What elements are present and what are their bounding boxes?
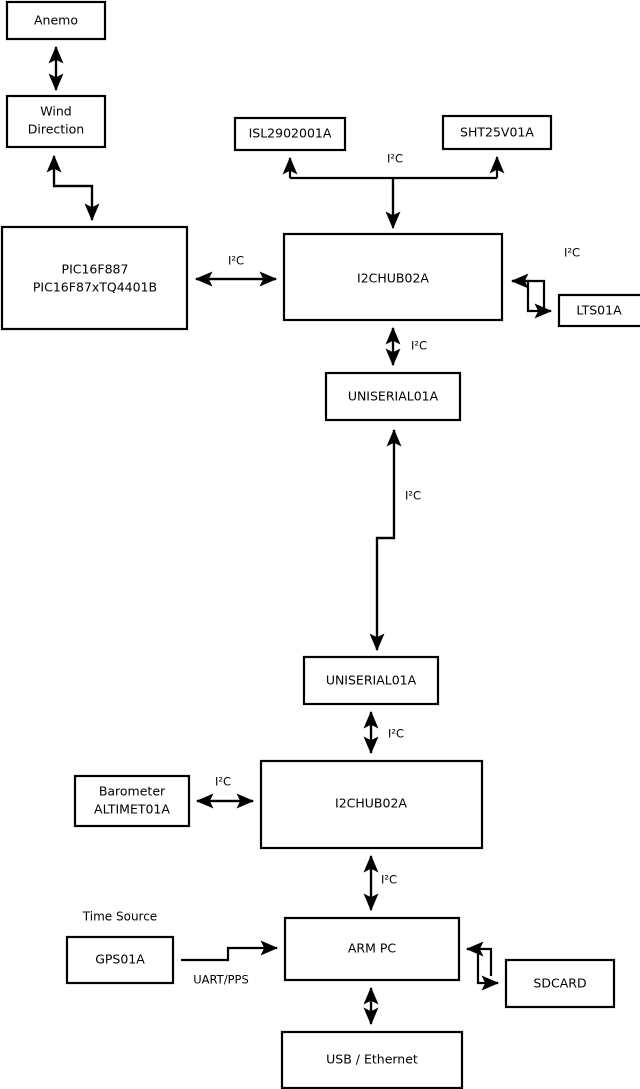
- node-i2chub02a-bottom-box[interactable]: [259, 759, 484, 850]
- node-usb-ethernet-label: USB / Ethernet: [326, 1052, 418, 1067]
- edge-hub-lts: [512, 279, 553, 319]
- node-wind-direction-label-line2: Direction: [28, 122, 84, 137]
- edge-gps-arm: [181, 940, 279, 962]
- edge-label-hub-sensors: I²C: [387, 152, 403, 166]
- edge-label-baro-hub2: I²C: [215, 775, 231, 789]
- node-usb-ethernet-box[interactable]: [280, 1030, 464, 1089]
- node-uniserial01a-bottom[interactable]: UNISERIAL01A: [302, 655, 440, 706]
- edge-label-uniserial-hub2: I²C: [388, 727, 404, 741]
- node-wind-direction-box[interactable]: [5, 94, 107, 149]
- node-arm-pc[interactable]: ARM PC: [283, 916, 461, 982]
- node-sht25v01a-label: SHT25V01A: [460, 125, 534, 140]
- node-isl2902001a-label: ISL2902001A: [249, 126, 332, 141]
- free-labels-layer: Time Source: [82, 910, 157, 924]
- label-time-source: Time Source: [82, 910, 157, 924]
- node-wind-direction[interactable]: Wind Direction: [5, 94, 107, 149]
- node-barometer-label-line1: Barometer: [99, 784, 166, 799]
- edge-label-hub2-arm: I²C: [381, 873, 397, 887]
- node-uniserial01a-bottom-label: UNISERIAL01A: [326, 673, 417, 688]
- node-pic-mcu-label-line1: PIC16F887: [62, 262, 129, 277]
- node-usb-ethernet[interactable]: USB / Ethernet: [280, 1030, 464, 1089]
- node-arm-pc-box[interactable]: [283, 916, 461, 982]
- node-pic-mcu-box[interactable]: [0, 225, 189, 331]
- node-isl2902001a[interactable]: ISL2902001A: [233, 116, 347, 152]
- edge-label-pic-hub: I²C: [228, 254, 244, 268]
- node-pic-mcu-label-line2: PIC16F87xTQ4401B: [33, 280, 157, 295]
- node-i2chub02a-bottom[interactable]: I2CHUB02A: [259, 759, 484, 850]
- node-sht25v01a-box[interactable]: [441, 114, 553, 151]
- edge-uniserial-link-down: [369, 430, 396, 652]
- node-isl2902001a-box[interactable]: [233, 116, 347, 152]
- node-sdcard-label: SDCARD: [533, 976, 586, 991]
- node-anemo-box[interactable]: [5, 0, 107, 41]
- node-anemo[interactable]: Anemo: [5, 0, 107, 41]
- node-gps01a[interactable]: GPS01A: [65, 935, 175, 985]
- node-lts01a-label: LTS01A: [576, 303, 622, 318]
- node-barometer[interactable]: Barometer ALTIMET01A: [73, 774, 191, 828]
- node-arm-pc-label: ARM PC: [348, 941, 397, 956]
- edge-uniserial-link-up: [375, 428, 402, 650]
- node-barometer-box[interactable]: [73, 774, 191, 828]
- node-wind-direction-label-line1: Wind: [40, 104, 71, 119]
- edge-arm-sdcard: [467, 947, 500, 991]
- edge-label-hub-uniserial: I²C: [411, 339, 427, 353]
- node-uniserial01a-top[interactable]: UNISERIAL01A: [324, 371, 462, 422]
- node-uniserial01a-top-box[interactable]: [324, 371, 462, 422]
- edge-label-uniserial-link: I²C: [405, 489, 421, 503]
- node-i2chub02a-top[interactable]: I2CHUB02A: [282, 232, 504, 322]
- edge-label-hub-lts: I²C: [564, 246, 580, 260]
- node-sht25v01a[interactable]: SHT25V01A: [441, 114, 553, 151]
- node-barometer-label-line2: ALTIMET01A: [94, 802, 170, 817]
- node-gps01a-label: GPS01A: [95, 952, 145, 967]
- edge-label-gps-arm: UART/PPS: [193, 973, 249, 987]
- node-pic-mcu[interactable]: PIC16F887 PIC16F87xTQ4401B: [0, 225, 189, 331]
- edges-layer: [46, 45, 553, 1026]
- edge-wind-pic: [52, 156, 100, 222]
- edge-labels-layer: I²C I²C I²C I²C I²C I²C I²C I²C UART/PPS: [193, 152, 580, 987]
- node-sdcard[interactable]: SDCARD: [504, 958, 616, 1009]
- node-i2chub02a-top-label: I2CHUB02A: [357, 271, 429, 286]
- node-anemo-label: Anemo: [34, 13, 78, 28]
- node-sdcard-box[interactable]: [504, 958, 616, 1009]
- edge-pic-wind: [46, 154, 94, 220]
- node-lts01a-box[interactable]: [557, 293, 640, 328]
- node-uniserial01a-top-label: UNISERIAL01A: [348, 389, 439, 404]
- node-lts01a[interactable]: LTS01A: [557, 293, 640, 328]
- node-i2chub02a-top-box[interactable]: [282, 232, 504, 322]
- node-gps01a-box[interactable]: [65, 935, 175, 985]
- node-uniserial01a-bottom-box[interactable]: [302, 655, 440, 706]
- node-i2chub02a-bottom-label: I2CHUB02A: [335, 796, 407, 811]
